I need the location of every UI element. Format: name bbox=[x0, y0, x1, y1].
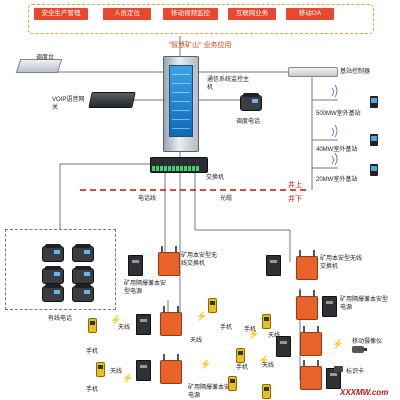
power-supply-icon bbox=[266, 255, 281, 276]
id-card-icon bbox=[334, 366, 343, 372]
business-application-group bbox=[28, 4, 374, 34]
app-personnel-location[interactable]: 人员定位 bbox=[103, 8, 151, 20]
signal-bolt-icon: ⚡ bbox=[110, 315, 122, 325]
wireless-switch-icon bbox=[300, 360, 322, 390]
voip-gateway-icon bbox=[88, 92, 136, 108]
mobile-camera-label: 移动摄像仪 bbox=[352, 339, 383, 345]
surface-label: 井上 bbox=[288, 182, 302, 189]
power-supply-icon bbox=[276, 336, 291, 357]
wireless-switch-icon bbox=[160, 354, 182, 384]
wireless-switch-icon bbox=[300, 326, 322, 356]
landline-group bbox=[5, 229, 116, 310]
signal-bolt-icon: ⚡ bbox=[122, 373, 134, 383]
app-mobile-video[interactable]: 移动视频监控 bbox=[163, 8, 218, 20]
comm-host-label: 通信系统监控主机 bbox=[207, 77, 250, 91]
switch-label: 交换机 bbox=[206, 175, 225, 181]
app-internet-business[interactable]: 互联网业务 bbox=[228, 8, 276, 20]
power-supply-icon bbox=[322, 296, 337, 317]
wireless-switch-label: 矿用本安型无线交换机 bbox=[181, 253, 218, 267]
handset-icon bbox=[96, 362, 105, 377]
wireless-switch-icon bbox=[296, 290, 318, 320]
dispatch-phone-icon bbox=[240, 93, 262, 111]
handset-label: 手机 bbox=[220, 325, 233, 331]
handset-icon bbox=[208, 298, 217, 313]
handset-icon bbox=[262, 314, 271, 329]
wireless-switch-icon bbox=[160, 306, 182, 336]
signal-bolt-icon: ⚡ bbox=[332, 339, 344, 349]
mobile-phone-icon bbox=[370, 96, 378, 108]
landline-label: 有线电话 bbox=[48, 316, 73, 322]
id-card-label: 标识卡 bbox=[346, 369, 365, 375]
handset-icon bbox=[88, 318, 97, 333]
antenna-label: 天线 bbox=[110, 369, 123, 375]
landline-phone-icon bbox=[42, 266, 64, 284]
handset-label: 手机 bbox=[236, 365, 249, 371]
handset-icon bbox=[262, 384, 271, 399]
handset-icon bbox=[236, 348, 245, 363]
phone-line-label: 电话线 bbox=[138, 196, 157, 202]
handset-label: 手机 bbox=[86, 349, 99, 355]
power-supply-label: 矿用隔爆兼本安型电源 bbox=[124, 281, 167, 295]
landline-phone-icon bbox=[72, 266, 94, 284]
voip-gateway-label: VOIP语音网关 bbox=[52, 97, 85, 111]
power-supply-icon bbox=[128, 255, 143, 276]
fiber-label: 光缆 bbox=[220, 196, 233, 202]
signal-bolt-icon: ⚡ bbox=[258, 355, 270, 365]
dispatch-desk-label: 调度台 bbox=[36, 55, 55, 61]
base-controller-label: 基站控制器 bbox=[340, 69, 371, 75]
base-station-40-label: 40MW室外基站 bbox=[316, 147, 358, 153]
landline-phone-icon bbox=[72, 284, 94, 302]
power-supply-icon bbox=[136, 314, 151, 335]
watermark-logo: XXXMW.com bbox=[340, 388, 389, 397]
slogan: "智慧矿山" 业务应用 bbox=[168, 42, 232, 49]
dispatch-phone-label: 调度电话 bbox=[236, 119, 261, 125]
landline-phone-icon bbox=[42, 244, 64, 262]
power-supply-icon bbox=[326, 368, 341, 389]
handset-icon bbox=[228, 376, 237, 391]
landline-phone-icon bbox=[72, 244, 94, 262]
wireless-switch-icon bbox=[296, 250, 318, 280]
signal-bolt-icon: ⚡ bbox=[196, 311, 208, 321]
signal-bolt-icon: ⚡ bbox=[248, 329, 260, 339]
base-station-20-label: 20MW室外基站 bbox=[316, 177, 358, 183]
landline-phone-icon bbox=[42, 284, 64, 302]
switch-icon bbox=[150, 157, 208, 173]
power-supply-label: 矿用隔爆兼本安型电源 bbox=[188, 385, 237, 399]
antenna-label: 天线 bbox=[190, 338, 203, 344]
server-icon bbox=[163, 56, 199, 152]
base-station-500-label: 500MW室外基站 bbox=[316, 111, 361, 117]
handset-label: 手机 bbox=[244, 327, 257, 333]
base-controller-icon bbox=[288, 67, 338, 77]
power-supply-icon bbox=[136, 360, 151, 381]
wireless-switch-icon bbox=[158, 246, 180, 276]
app-mobile-oa[interactable]: 移动OA bbox=[286, 8, 334, 20]
antenna-label: 天线 bbox=[268, 333, 281, 339]
antenna-label: 天线 bbox=[118, 325, 131, 331]
mobile-phone-icon bbox=[370, 134, 378, 146]
antenna-label: 天线 bbox=[262, 363, 275, 369]
wireless-switch-label: 矿用本安型无线交换机 bbox=[320, 256, 363, 270]
mobile-camera-icon bbox=[352, 346, 367, 353]
dispatch-desk-icon bbox=[15, 59, 63, 73]
mobile-phone-icon bbox=[370, 164, 378, 176]
power-supply-label: 矿用隔爆兼本安型电源 bbox=[340, 297, 389, 311]
app-safety-production[interactable]: 安全生产管理 bbox=[34, 8, 88, 20]
handset-label: 手机 bbox=[86, 387, 99, 393]
underground-label: 井下 bbox=[288, 196, 302, 203]
signal-bolt-icon: ⚡ bbox=[200, 359, 212, 369]
